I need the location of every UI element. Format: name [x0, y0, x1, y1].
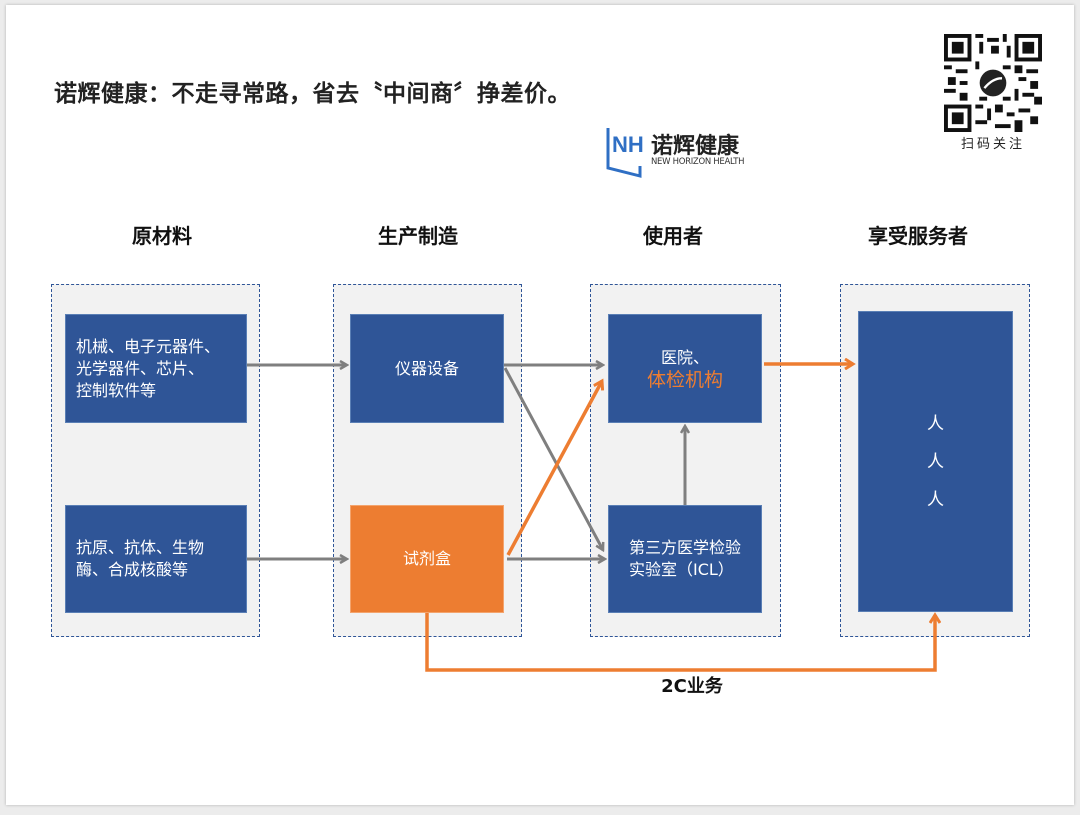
box-text-line: 第三方医学检验: [628, 538, 741, 557]
logo-chinese-name: 诺辉健康: [651, 134, 740, 159]
column-header-service-recipients: 享受服务者: [868, 224, 968, 248]
person-label: 人: [927, 451, 944, 472]
box-text-line: 实验室（ICL）: [628, 560, 734, 579]
box-label: 仪器设备: [394, 358, 459, 378]
column-header-users: 使用者: [643, 224, 703, 248]
box-biological-materials: 抗原、抗体、生物 酶、合成核酸等: [65, 505, 247, 613]
company-logo: NH 诺辉健康 NEW HORIZON HEALTH: [604, 122, 754, 178]
box-text-line: 医院、: [660, 347, 709, 367]
logo-english-name: NEW HORIZON HEALTH: [651, 157, 745, 167]
box-text-line: 光学器件、芯片、: [76, 358, 205, 378]
box-hardware-components: 机械、电子元器件、 光学器件、芯片、 控制软件等: [65, 314, 247, 423]
box-icl: 第三方医学检验 实验室（ICL）: [608, 505, 762, 613]
box-label: 试剂盒: [402, 549, 451, 568]
column-header-manufacturing: 生产制造: [378, 224, 458, 248]
box-reagent-kit: 试剂盒: [350, 505, 504, 613]
person-label: 人: [927, 489, 944, 510]
box-text-line: 机械、电子元器件、: [76, 336, 221, 356]
box-text-line: 酶、合成核酸等: [76, 560, 189, 579]
box-people: 人 人 人: [858, 311, 1013, 612]
svg-text:NH: NH: [612, 132, 644, 157]
nh-logo-icon: NH: [606, 128, 644, 178]
box-text-line: 抗原、抗体、生物: [76, 538, 205, 557]
person-label: 人: [927, 413, 944, 434]
box-text-line: 控制软件等: [76, 380, 157, 400]
box-instruments: 仪器设备: [350, 314, 504, 423]
page-title: 诺辉健康：不走寻常路，省去〝中间商〞挣差价。: [54, 81, 571, 107]
box-text-line-highlight: 体检机构: [646, 368, 723, 391]
flow-label-2c-business: 2C业务: [661, 676, 723, 697]
box-hospitals: 医院、 体检机构: [608, 314, 762, 423]
column-header-raw-materials: 原材料: [132, 224, 192, 248]
qr-code-icon: [944, 34, 1042, 132]
qr-caption: 扫码关注: [960, 137, 1025, 152]
